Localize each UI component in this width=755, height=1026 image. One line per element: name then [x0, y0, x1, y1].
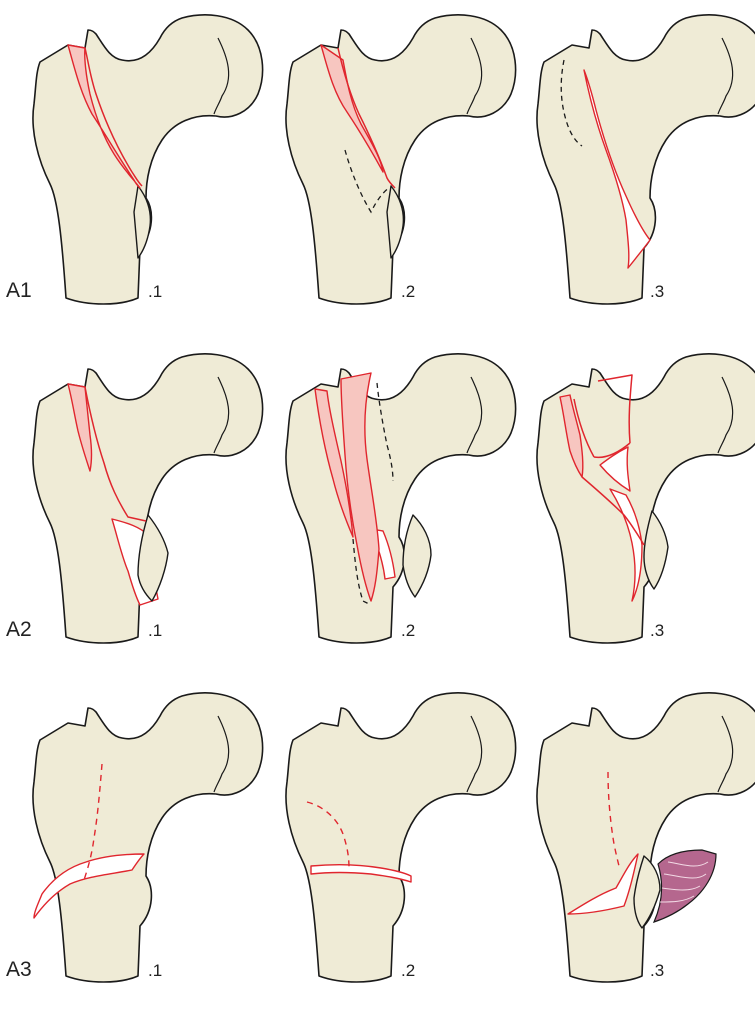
- row-label-a3: A3: [6, 958, 32, 981]
- row-a3: [33, 693, 755, 982]
- row-label-a1: A1: [6, 279, 32, 302]
- sub-label-a1-3: .3: [650, 282, 664, 301]
- diagram-a1-2: [286, 15, 516, 304]
- diagram-a1-3: [537, 15, 755, 304]
- femur-outline: [33, 15, 263, 304]
- diagram-a3-1: [33, 693, 263, 982]
- femur-outline: [286, 693, 516, 982]
- diagram-a2-2: [286, 354, 516, 643]
- femur-outline: [537, 15, 755, 304]
- diagram-a2-3: [537, 354, 755, 643]
- row-a1: [33, 15, 755, 304]
- diagram-a2-1: [33, 354, 263, 643]
- diagram-a3-2: [286, 693, 516, 982]
- diagram-a3-3: [537, 693, 755, 982]
- femur-outline: [33, 693, 263, 982]
- sub-label-a3-3: .3: [650, 961, 664, 980]
- sub-label-a3-2: .2: [401, 961, 415, 980]
- sub-label-a1-1: .1: [148, 282, 162, 301]
- femur-outline: [286, 15, 516, 304]
- sub-label-a2-2: .2: [401, 621, 415, 640]
- sub-label-a2-3: .3: [650, 621, 664, 640]
- diagram-a1-1: [33, 15, 263, 304]
- sub-label-a1-2: .2: [401, 282, 415, 301]
- sub-label-a2-1: .1: [148, 621, 162, 640]
- row-a2: [33, 354, 755, 643]
- row-label-a2: A2: [6, 618, 32, 641]
- sub-label-a3-1: .1: [148, 961, 162, 980]
- iliopsoas-muscle: [654, 850, 716, 922]
- femur-outline: [537, 693, 755, 982]
